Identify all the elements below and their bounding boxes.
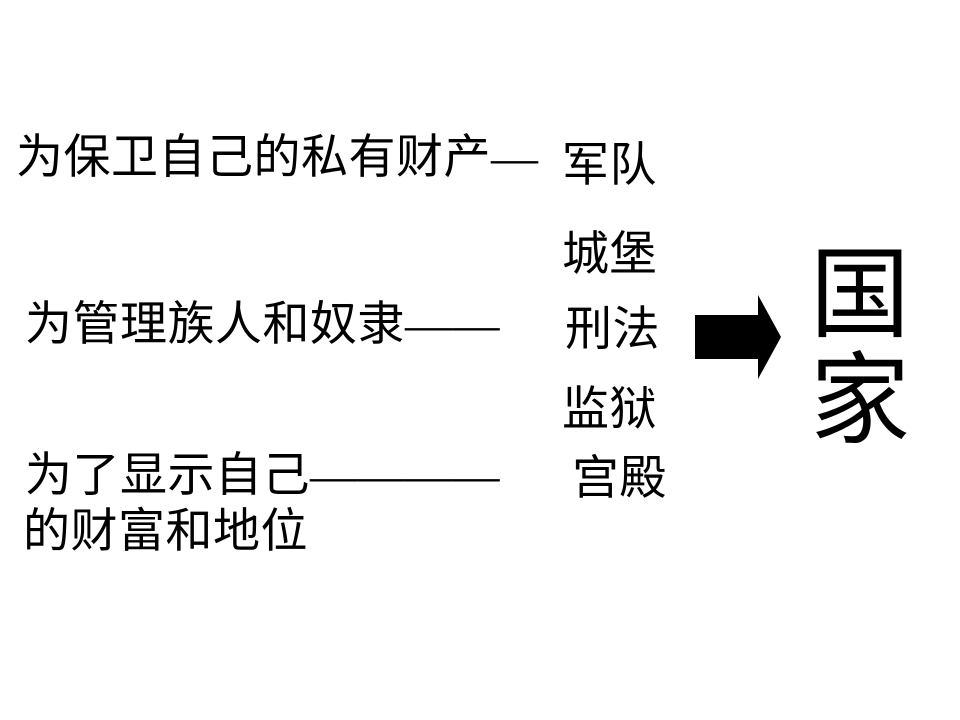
outcome-penal-law-label: 刑法 [565, 304, 660, 356]
arrow-shaft [695, 315, 758, 359]
arrow-head [758, 295, 781, 379]
outcome-prison-label: 监狱 [562, 384, 657, 436]
right-arrow-icon [695, 295, 781, 379]
cause-private-property-label: 为保卫自己的私有财产— [16, 132, 539, 184]
conclusion-state-label: 国家 [810, 240, 910, 457]
outcome-castle-label: 城堡 [562, 229, 657, 281]
cause-manage-clan-slaves-label: 为管理族人和奴隶—— [25, 299, 500, 351]
outcome-palace-label: 宫殿 [572, 453, 667, 505]
cause-show-off-label-line2: 的财富和地位 [23, 506, 308, 558]
cause-show-off-label-line1: 为了显示自己———— [25, 450, 500, 502]
outcome-army-label: 军队 [562, 140, 657, 192]
